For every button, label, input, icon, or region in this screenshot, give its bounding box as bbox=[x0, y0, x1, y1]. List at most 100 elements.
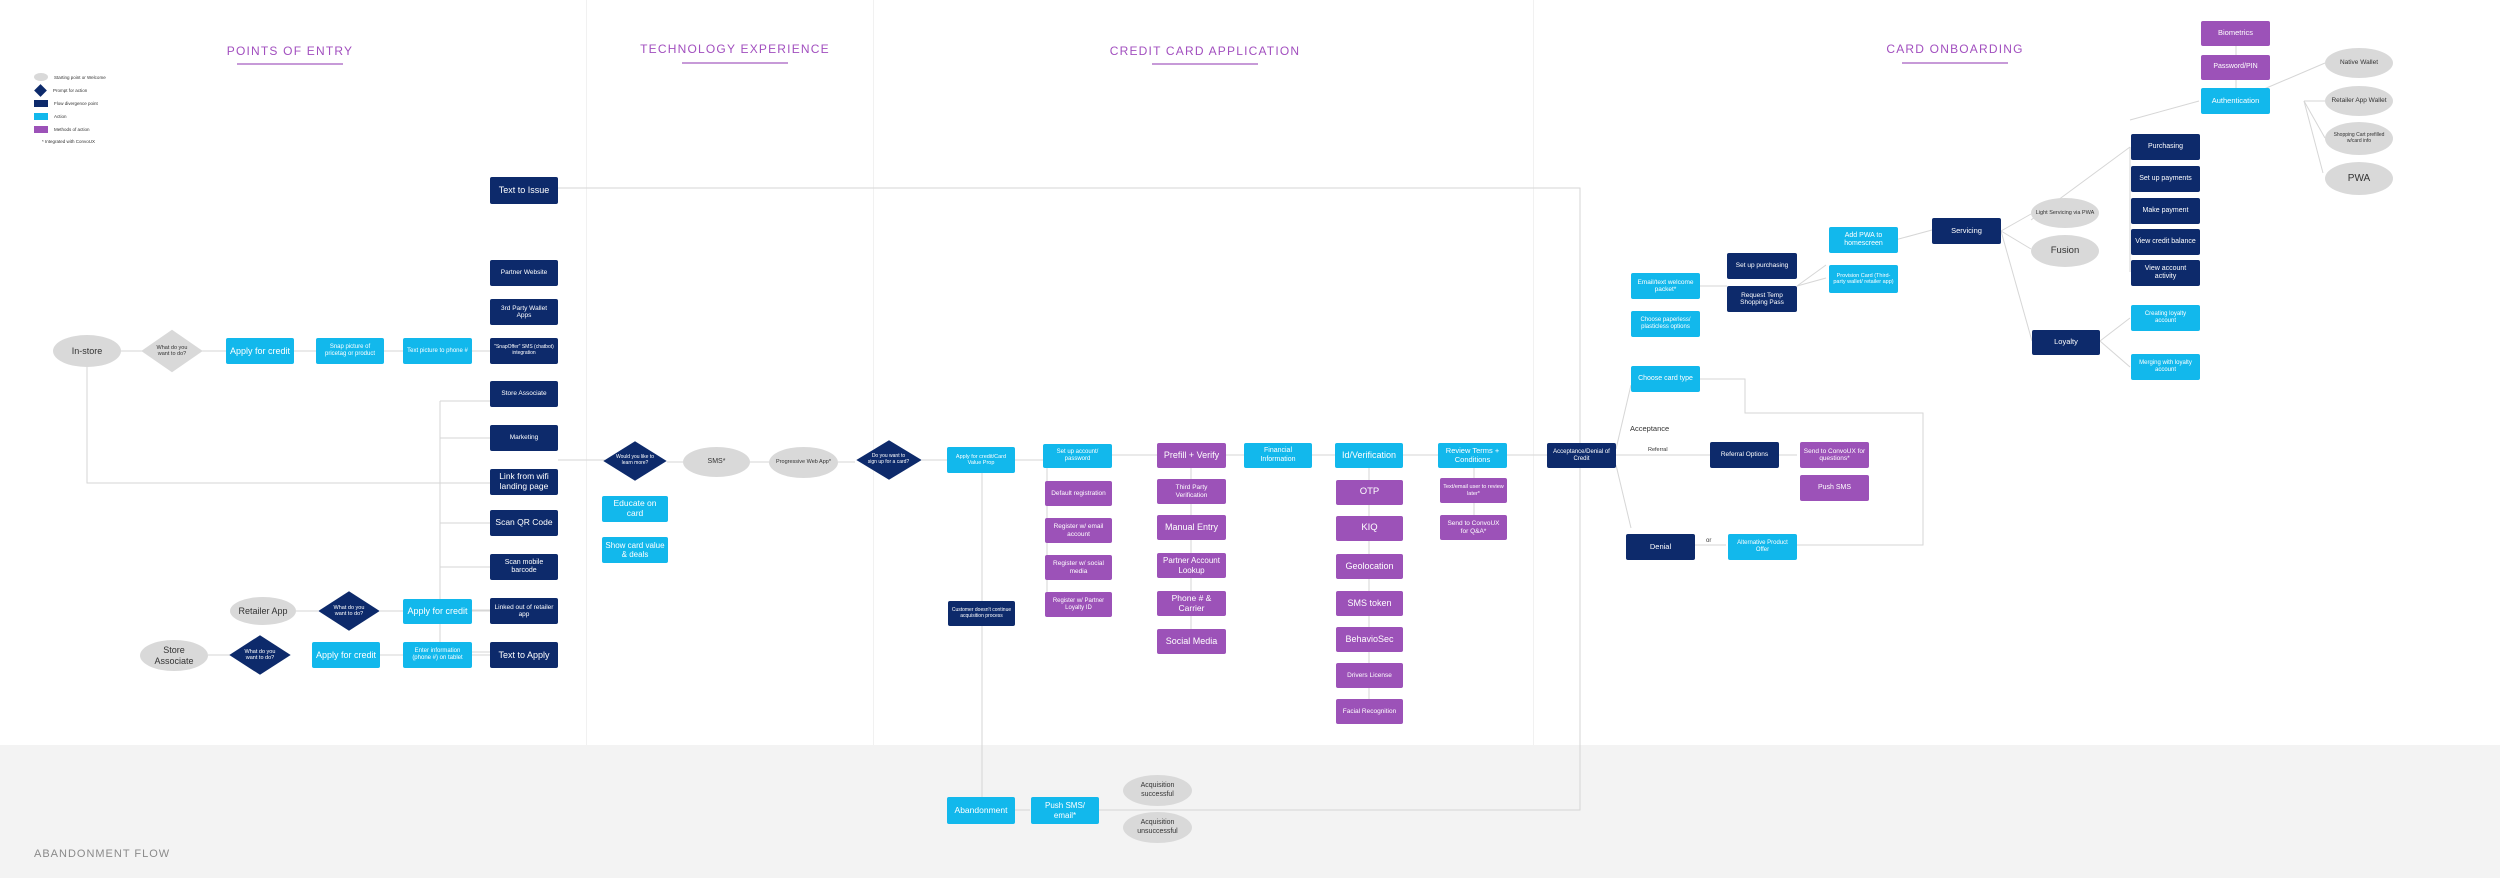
apply-for-credit-button[interactable]: Apply for credit bbox=[312, 642, 380, 668]
sms-token-node[interactable]: SMS token bbox=[1336, 591, 1403, 616]
request-temp-pass-node[interactable]: Request Temp Shopping Pass bbox=[1727, 286, 1797, 312]
linked-out-node[interactable]: Linked out of retailer app bbox=[490, 598, 558, 624]
biometrics-node[interactable]: Biometrics bbox=[2201, 21, 2270, 46]
apply-value-prop-node[interactable]: Apply for credit/Card Value Prop bbox=[947, 447, 1015, 473]
legend-label: Action bbox=[54, 114, 67, 119]
referral-label: Referral bbox=[1648, 447, 1668, 453]
educate-on-card-node[interactable]: Educate on card bbox=[602, 496, 668, 522]
partner-lookup-node[interactable]: Partner Account Lookup bbox=[1157, 553, 1226, 578]
what-do-you-want-prompt[interactable]: What do you want to do? bbox=[141, 329, 203, 373]
abandonment-node[interactable]: Abandonment bbox=[947, 797, 1015, 824]
snapoffer-sms-node[interactable]: "SnapOffer" SMS (chatbot) integration bbox=[490, 338, 558, 364]
in-store-start[interactable]: In-store bbox=[53, 335, 121, 367]
provision-card-node[interactable]: Provision Card (Third-party wallet/ reta… bbox=[1829, 265, 1898, 293]
show-card-value-node[interactable]: Show card value & deals bbox=[602, 537, 668, 563]
scan-barcode-node[interactable]: Scan mobile barcode bbox=[490, 554, 558, 580]
pwa-node[interactable]: Progressive Web App* bbox=[769, 447, 838, 478]
kiq-node[interactable]: KIQ bbox=[1336, 516, 1403, 541]
choose-paperless-node[interactable]: Choose paperless/ plasticless options bbox=[1631, 311, 1700, 337]
text-to-issue-node[interactable]: Text to Issue bbox=[490, 177, 558, 204]
acquisition-successful-node[interactable]: Acquisition successful bbox=[1123, 775, 1192, 806]
id-verification-node[interactable]: Id/Verification bbox=[1335, 443, 1403, 468]
view-account-activity-node[interactable]: View account activity bbox=[2131, 260, 2200, 286]
password-pin-node[interactable]: Password/PIN bbox=[2201, 55, 2270, 80]
section-divider bbox=[1533, 0, 1534, 745]
choose-card-type-node[interactable]: Choose card type bbox=[1631, 366, 1700, 392]
prefill-verify-node[interactable]: Prefill + Verify bbox=[1157, 443, 1226, 468]
geolocation-node[interactable]: Geolocation bbox=[1336, 554, 1403, 579]
manual-entry-node[interactable]: Manual Entry bbox=[1157, 515, 1226, 540]
drivers-license-node[interactable]: Drivers License bbox=[1336, 663, 1403, 688]
apply-for-credit-button[interactable]: Apply for credit bbox=[226, 338, 294, 364]
apply-for-credit-button[interactable]: Apply for credit bbox=[403, 599, 472, 624]
third-party-wallet-node[interactable]: 3rd Party Wallet Apps bbox=[490, 299, 558, 325]
text-email-review-node[interactable]: Text/email user to review later* bbox=[1440, 478, 1507, 503]
shopping-cart-prefilled-node[interactable]: Shopping Cart prefilled w/card info bbox=[2325, 122, 2393, 155]
sms-node[interactable]: SMS* bbox=[683, 447, 750, 477]
section-title-card-onboarding: CARD ONBOARDING bbox=[1886, 42, 2024, 56]
set-up-purchasing-node[interactable]: Set up purchasing bbox=[1727, 253, 1797, 279]
merging-loyalty-node[interactable]: Merging with loyalty account bbox=[2131, 354, 2200, 380]
view-credit-balance-node[interactable]: View credit balance bbox=[2131, 229, 2200, 255]
section-underline bbox=[682, 62, 788, 64]
scan-qr-node[interactable]: Scan QR Code bbox=[490, 510, 558, 536]
push-sms-node[interactable]: Push SMS bbox=[1800, 475, 1869, 501]
acquisition-unsuccessful-node[interactable]: Acquisition unsuccessful bbox=[1123, 812, 1192, 843]
third-party-verification-node[interactable]: Third Party Verification bbox=[1157, 479, 1226, 504]
social-media-node[interactable]: Social Media bbox=[1157, 629, 1226, 654]
section-divider bbox=[586, 0, 587, 745]
partner-website-node[interactable]: Partner Website bbox=[490, 260, 558, 286]
send-convoux-qa-node[interactable]: Send to ConvoUX for Q&A* bbox=[1440, 515, 1507, 540]
register-email-node[interactable]: Register w/ email account bbox=[1045, 518, 1112, 543]
behaviosec-node[interactable]: BehavioSec bbox=[1336, 627, 1403, 652]
set-up-payments-node[interactable]: Set up payments bbox=[2131, 166, 2200, 192]
register-partner-node[interactable]: Register w/ Partner Loyalty ID bbox=[1045, 592, 1112, 617]
alternative-product-node[interactable]: Alternative Product Offer bbox=[1728, 534, 1797, 560]
facial-recognition-node[interactable]: Facial Recognition bbox=[1336, 699, 1403, 724]
loyalty-node[interactable]: Loyalty bbox=[2032, 330, 2100, 355]
would-you-like-prompt[interactable]: Would you like to learn more? bbox=[603, 441, 667, 481]
prompt-label: What do you want to do? bbox=[333, 604, 365, 617]
retailer-app-wallet-node[interactable]: Retailer App Wallet bbox=[2325, 86, 2393, 116]
set-up-account-node[interactable]: Set up account/ password bbox=[1043, 444, 1112, 468]
what-do-you-want-prompt[interactable]: What do you want to do? bbox=[318, 591, 380, 631]
add-pwa-node[interactable]: Add PWA to homescreen bbox=[1829, 227, 1898, 253]
section-divider bbox=[873, 0, 874, 745]
link-from-wifi-node[interactable]: Link from wifi landing page bbox=[490, 469, 558, 495]
retailer-app-start[interactable]: Retailer App bbox=[230, 597, 296, 625]
what-do-you-want-prompt[interactable]: What do you want to do? bbox=[229, 634, 291, 676]
legend-label: Starting point or Welcome bbox=[54, 74, 106, 80]
acceptance-denial-node[interactable]: Acceptance/Denial of Credit bbox=[1547, 443, 1616, 468]
authentication-node[interactable]: Authentication bbox=[2201, 88, 2270, 114]
financial-information-node[interactable]: Financial Information bbox=[1244, 443, 1312, 468]
referral-options-node[interactable]: Referral Options bbox=[1710, 442, 1779, 468]
text-to-apply-node[interactable]: Text to Apply bbox=[490, 642, 558, 668]
sign-up-prompt[interactable]: Do you want to sign up for a card? bbox=[855, 440, 922, 480]
creating-loyalty-node[interactable]: Creating loyalty account bbox=[2131, 305, 2200, 331]
pwa-wallet-node[interactable]: PWA bbox=[2325, 162, 2393, 195]
otp-node[interactable]: OTP bbox=[1336, 480, 1403, 505]
native-wallet-node[interactable]: Native Wallet bbox=[2325, 48, 2393, 78]
phone-carrier-node[interactable]: Phone # & Carrier bbox=[1157, 591, 1226, 616]
customer-doesnt-continue-node[interactable]: Customer doesn't continue acquisition pr… bbox=[948, 601, 1015, 626]
store-associate-channel-node[interactable]: Store Associate bbox=[490, 381, 558, 407]
email-welcome-node[interactable]: Email/text welcome packet* bbox=[1631, 273, 1700, 299]
review-terms-node[interactable]: Review Terms + Conditions bbox=[1438, 443, 1507, 468]
make-payment-node[interactable]: Make payment bbox=[2131, 198, 2200, 224]
push-sms-email-node[interactable]: Push SMS/ email* bbox=[1031, 797, 1099, 824]
register-social-node[interactable]: Register w/ social media bbox=[1045, 555, 1112, 580]
store-associate-start[interactable]: Store Associate bbox=[140, 640, 208, 671]
enter-information-button[interactable]: Enter information (phone #) on tablet bbox=[403, 642, 472, 668]
denial-node[interactable]: Denial bbox=[1626, 534, 1695, 560]
snap-picture-button[interactable]: Snap picture of pricetag or product bbox=[316, 338, 384, 364]
send-convoux-questions-node[interactable]: Send to ConvoUX for questions* bbox=[1800, 442, 1869, 468]
servicing-node[interactable]: Servicing bbox=[1932, 218, 2001, 244]
light-servicing-node[interactable]: Light Servicing via PWA bbox=[2031, 198, 2099, 228]
or-label: or bbox=[1706, 538, 1712, 544]
default-registration-node[interactable]: Default registration bbox=[1045, 481, 1112, 506]
text-picture-button[interactable]: Text picture to phone # bbox=[403, 338, 472, 364]
fusion-node[interactable]: Fusion bbox=[2031, 235, 2099, 267]
purchasing-node[interactable]: Purchasing bbox=[2131, 134, 2200, 160]
marketing-node[interactable]: Marketing bbox=[490, 425, 558, 451]
